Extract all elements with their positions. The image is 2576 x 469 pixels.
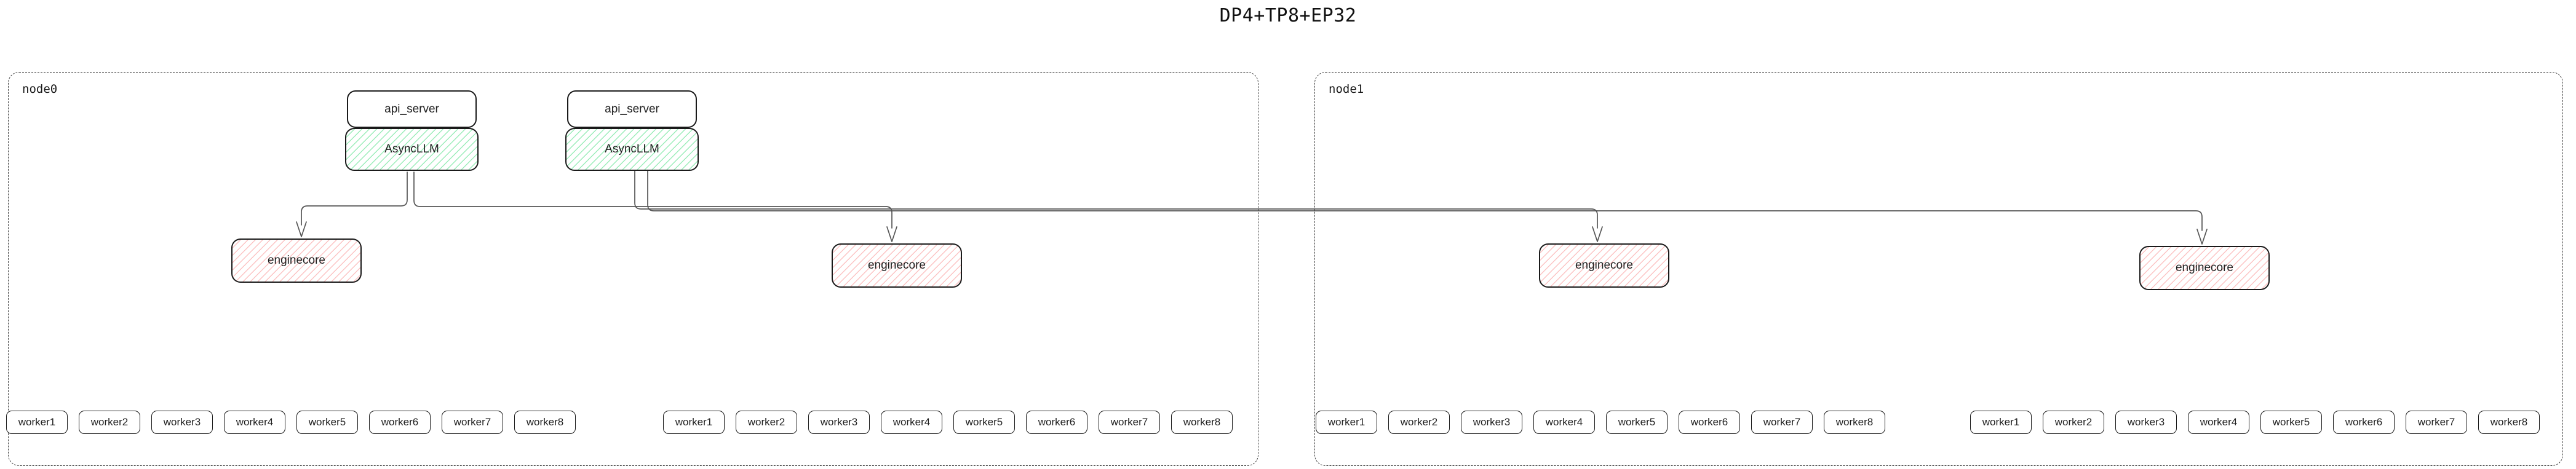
worker-box: worker4 <box>1533 411 1595 434</box>
worker-box: worker4 <box>2188 411 2249 434</box>
asyncllm-1-box: AsyncLLM <box>345 128 479 171</box>
worker-box: worker5 <box>296 411 358 434</box>
worker-box: worker5 <box>1606 411 1668 434</box>
enginecore-3-label: enginecore <box>1575 259 1634 272</box>
worker-box: worker1 <box>1970 411 2032 434</box>
enginecore-2-label: enginecore <box>867 259 926 272</box>
asyncllm-2-label: AsyncLLM <box>605 143 659 156</box>
api-server-1-box: api_server <box>347 90 477 128</box>
worker-box: worker1 <box>1316 411 1377 434</box>
worker-box: worker1 <box>663 411 725 434</box>
worker-box: worker2 <box>79 411 140 434</box>
worker-box: worker7 <box>442 411 503 434</box>
node1-worker-group-1: worker1 worker2 worker3 worker4 worker5 … <box>1316 411 1885 434</box>
node1-worker-group-2: worker1 worker2 worker3 worker4 worker5 … <box>1970 411 2540 434</box>
worker-box: worker2 <box>736 411 797 434</box>
asyncllm-1-label: AsyncLLM <box>384 143 439 156</box>
worker-box: worker6 <box>2333 411 2395 434</box>
worker-box: worker3 <box>151 411 213 434</box>
node0-worker-group-2: worker1 worker2 worker3 worker4 worker5 … <box>663 411 1233 434</box>
worker-box: worker4 <box>881 411 942 434</box>
worker-box: worker1 <box>6 411 68 434</box>
enginecore-4-label: enginecore <box>2175 261 2234 274</box>
node0-label: node0 <box>22 82 58 96</box>
worker-box: worker2 <box>2043 411 2104 434</box>
enginecore-1-label: enginecore <box>267 254 326 267</box>
worker-box: worker5 <box>953 411 1015 434</box>
worker-box: worker7 <box>1751 411 1813 434</box>
node1-label: node1 <box>1329 82 1364 96</box>
diagram-title: DP4+TP8+EP32 <box>1219 5 1357 26</box>
node1-container: node1 <box>1314 72 2563 466</box>
worker-box: worker8 <box>1824 411 1885 434</box>
worker-box: worker7 <box>2406 411 2467 434</box>
worker-box: worker5 <box>2260 411 2322 434</box>
worker-box: worker8 <box>1171 411 1233 434</box>
api-server-2-box: api_server <box>567 90 697 128</box>
worker-box: worker4 <box>224 411 285 434</box>
worker-box: worker3 <box>1461 411 1522 434</box>
enginecore-1-box: enginecore <box>231 238 362 283</box>
enginecore-4-box: enginecore <box>2139 246 2270 290</box>
worker-box: worker3 <box>2115 411 2177 434</box>
worker-box: worker8 <box>514 411 576 434</box>
node0-container: node0 <box>8 72 1258 466</box>
api-server-1-label: api_server <box>384 102 439 116</box>
enginecore-3-box: enginecore <box>1539 243 1669 288</box>
worker-box: worker2 <box>1388 411 1450 434</box>
enginecore-2-box: enginecore <box>832 243 962 288</box>
asyncllm-2-box: AsyncLLM <box>565 128 699 171</box>
worker-box: worker8 <box>2478 411 2540 434</box>
node0-worker-group-1: worker1 worker2 worker3 worker4 worker5 … <box>6 411 576 434</box>
worker-box: worker6 <box>369 411 431 434</box>
api-server-2-label: api_server <box>605 102 659 116</box>
worker-box: worker6 <box>1026 411 1087 434</box>
worker-box: worker6 <box>1679 411 1740 434</box>
worker-box: worker3 <box>808 411 870 434</box>
worker-box: worker7 <box>1099 411 1160 434</box>
